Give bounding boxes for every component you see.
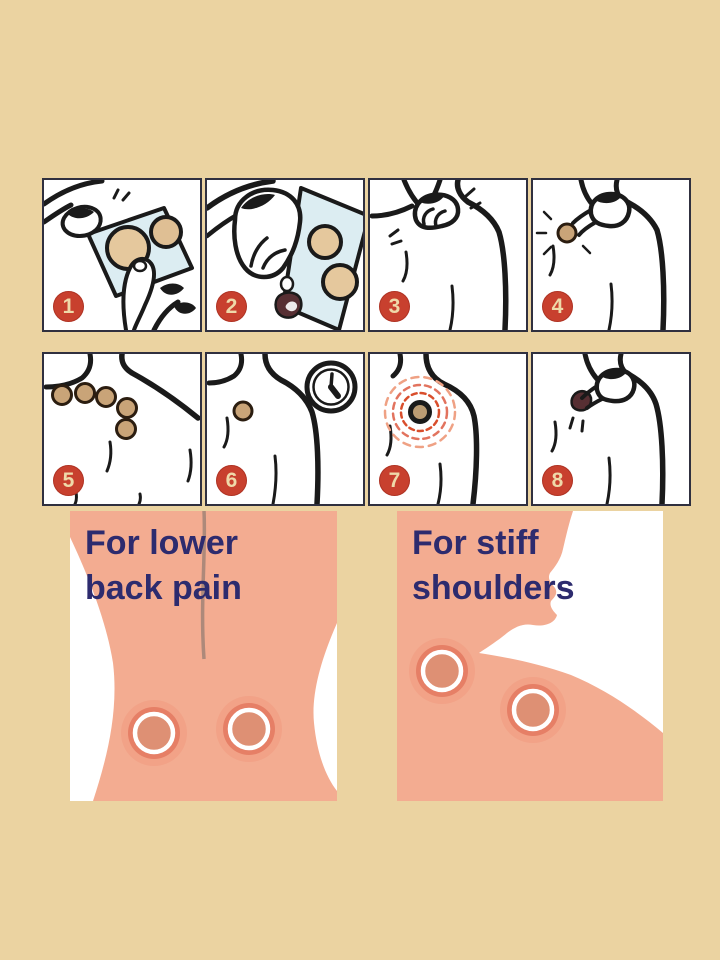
stiff-shoulders-illustration: [397, 511, 663, 801]
step-5-badge: 5: [53, 465, 84, 496]
stiff-shoulders-label: For stiff shoulders: [412, 521, 574, 611]
step-number: 7: [388, 468, 401, 492]
remove-patch-illustration: [550, 354, 666, 504]
step-4-badge: 4: [542, 291, 573, 322]
step-6-badge: 6: [216, 465, 247, 496]
step-panel-4: 4: [531, 178, 691, 332]
pressing-thumb: [121, 257, 156, 330]
lower-back-label: For lower back pain: [85, 521, 242, 611]
patch-disc: [408, 400, 432, 424]
spine-line: [200, 511, 207, 660]
step-2-badge: 2: [216, 291, 247, 322]
target-ring-upper: [409, 638, 475, 704]
shoulder-outline: [119, 354, 200, 421]
shoulder-outline: [262, 354, 321, 504]
pick-patch-illustration: [207, 180, 363, 330]
step-panel-8: 8: [531, 352, 691, 506]
target-ring-left: [121, 700, 187, 766]
shoulder-outline: [623, 370, 666, 504]
step-8-badge: 8: [542, 465, 573, 496]
lower-back-panel: For lower back pain: [70, 511, 337, 801]
patch-effect-illustration: [383, 354, 480, 504]
lower-back-illustration: [70, 511, 337, 801]
pinching-hand: [232, 187, 303, 280]
peel-patch-illustration: [44, 180, 196, 330]
step-number: 8: [551, 468, 564, 492]
step-number: 4: [551, 294, 564, 318]
step-panel-5: 5: [42, 352, 202, 506]
shoulder-outline: [454, 180, 509, 330]
step-number: 6: [225, 468, 238, 492]
label-line-1: For stiff: [412, 524, 539, 562]
step-panel-3: 3: [368, 178, 528, 332]
step-panel-7: 7: [368, 352, 528, 506]
step-panel-1: 1: [42, 178, 202, 332]
step-number: 3: [388, 294, 401, 318]
press-patch-illustration: [535, 180, 667, 330]
step-panel-6: 6: [205, 352, 365, 506]
massage-shoulder-illustration: [370, 180, 509, 330]
shoulder-outline: [423, 354, 480, 504]
patch-disc: [232, 400, 254, 422]
target-ring-lower: [500, 677, 566, 743]
shoulder-outline: [618, 196, 667, 330]
step-7-badge: 7: [379, 465, 410, 496]
target-ring-right: [216, 696, 282, 762]
wait-time-illustration: [207, 354, 358, 504]
step-3-badge: 3: [379, 291, 410, 322]
patch-disc: [556, 222, 578, 244]
head-profile-cutout: [479, 511, 663, 733]
clock-icon: [304, 360, 358, 414]
step-number: 2: [225, 294, 238, 318]
patches-placement-illustration: [44, 354, 200, 504]
step-number: 5: [62, 468, 75, 492]
stiff-shoulders-panel: For stiff shoulders: [397, 511, 663, 801]
step-panel-2: 2: [205, 178, 365, 332]
step-number: 1: [62, 294, 75, 318]
label-line-1: For lower: [85, 524, 239, 562]
radiating-waves: [383, 375, 457, 449]
patch-discs: [51, 382, 138, 440]
label-line-2: shoulders: [412, 568, 575, 607]
label-line-2: back pain: [85, 568, 242, 607]
step-1-badge: 1: [53, 291, 84, 322]
